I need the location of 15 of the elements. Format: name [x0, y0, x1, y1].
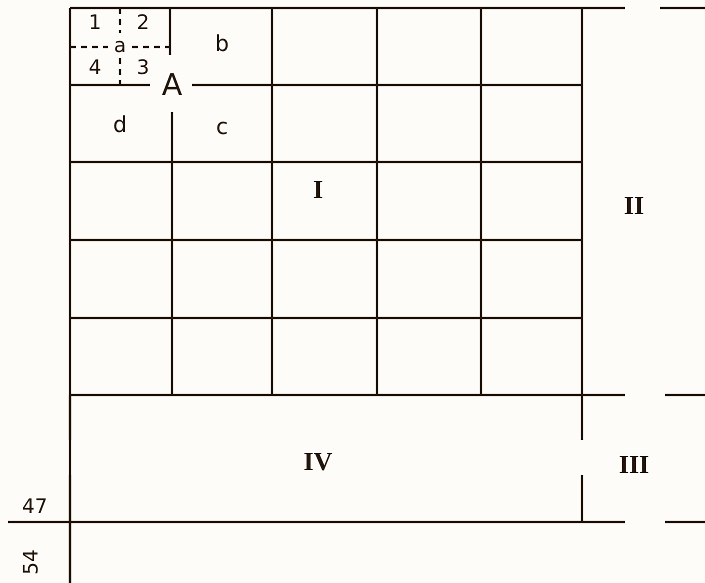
sheet-numeral: III — [618, 452, 650, 478]
sheet-letter: c — [216, 117, 228, 139]
sheet-letter: 3 — [136, 57, 150, 77]
sheet-letter: b — [215, 34, 229, 56]
sheet-letter: a — [114, 35, 126, 55]
sheet-numeral: II — [624, 193, 644, 219]
grid-number: 47 — [22, 496, 48, 516]
sheet-letter: 1 — [88, 12, 102, 32]
sheet-letter: 2 — [136, 12, 150, 32]
sheet-letter: 4 — [88, 57, 102, 77]
sheet-letter: d — [113, 115, 127, 137]
sheet-numeral: I — [312, 177, 324, 203]
grid-number: 54 — [20, 549, 41, 575]
sheet-letter: A — [162, 71, 182, 101]
sheet-numeral: IV — [304, 449, 332, 475]
